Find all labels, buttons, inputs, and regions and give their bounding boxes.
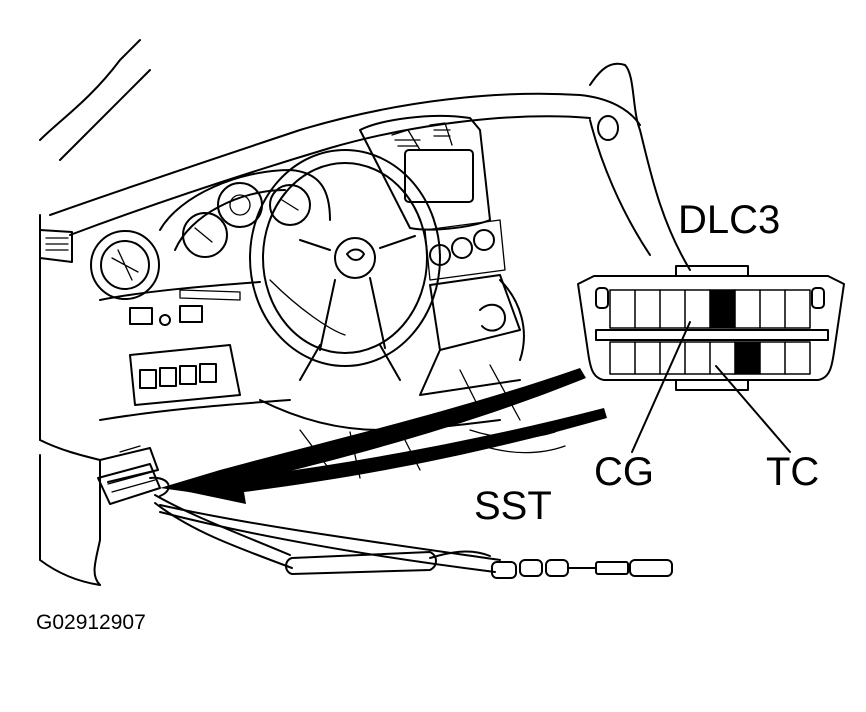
top-row-pin — [609, 289, 636, 329]
arrow-lower — [170, 408, 607, 504]
bottom-row-pin — [709, 341, 736, 375]
tc-leader-line — [715, 365, 791, 453]
top-row-pin — [684, 289, 711, 329]
pin-tc-label: TC — [766, 450, 820, 494]
bottom-row-pin — [659, 341, 686, 375]
top-row-pin-highlighted — [709, 289, 736, 329]
dlc3-bottom-row — [609, 341, 811, 375]
top-row-pin — [759, 289, 786, 329]
dashboard-illustration — [39, 39, 691, 586]
top-row-pin — [734, 289, 761, 329]
top-row-pin — [659, 289, 686, 329]
figure-code: G02912907 — [36, 611, 146, 634]
arrow-upper — [160, 368, 586, 498]
sst-label: SST — [474, 484, 552, 528]
top-row-pin — [784, 289, 811, 329]
bottom-row-pin — [609, 341, 636, 375]
dlc3-label: DLC3 — [678, 198, 781, 242]
bottom-row-pin — [684, 341, 711, 375]
sst-cable — [97, 463, 673, 579]
bottom-row-pin — [784, 341, 811, 375]
bottom-row-pin — [759, 341, 786, 375]
location-arrows — [160, 368, 607, 504]
dlc3-connector — [577, 265, 845, 391]
pin-cg-label: CG — [594, 450, 654, 494]
cg-leader-line — [631, 321, 691, 453]
bottom-row-pin — [634, 341, 661, 375]
top-row-pin — [634, 289, 661, 329]
dlc3-top-row — [609, 289, 811, 329]
bottom-row-pin-highlighted — [734, 341, 761, 375]
